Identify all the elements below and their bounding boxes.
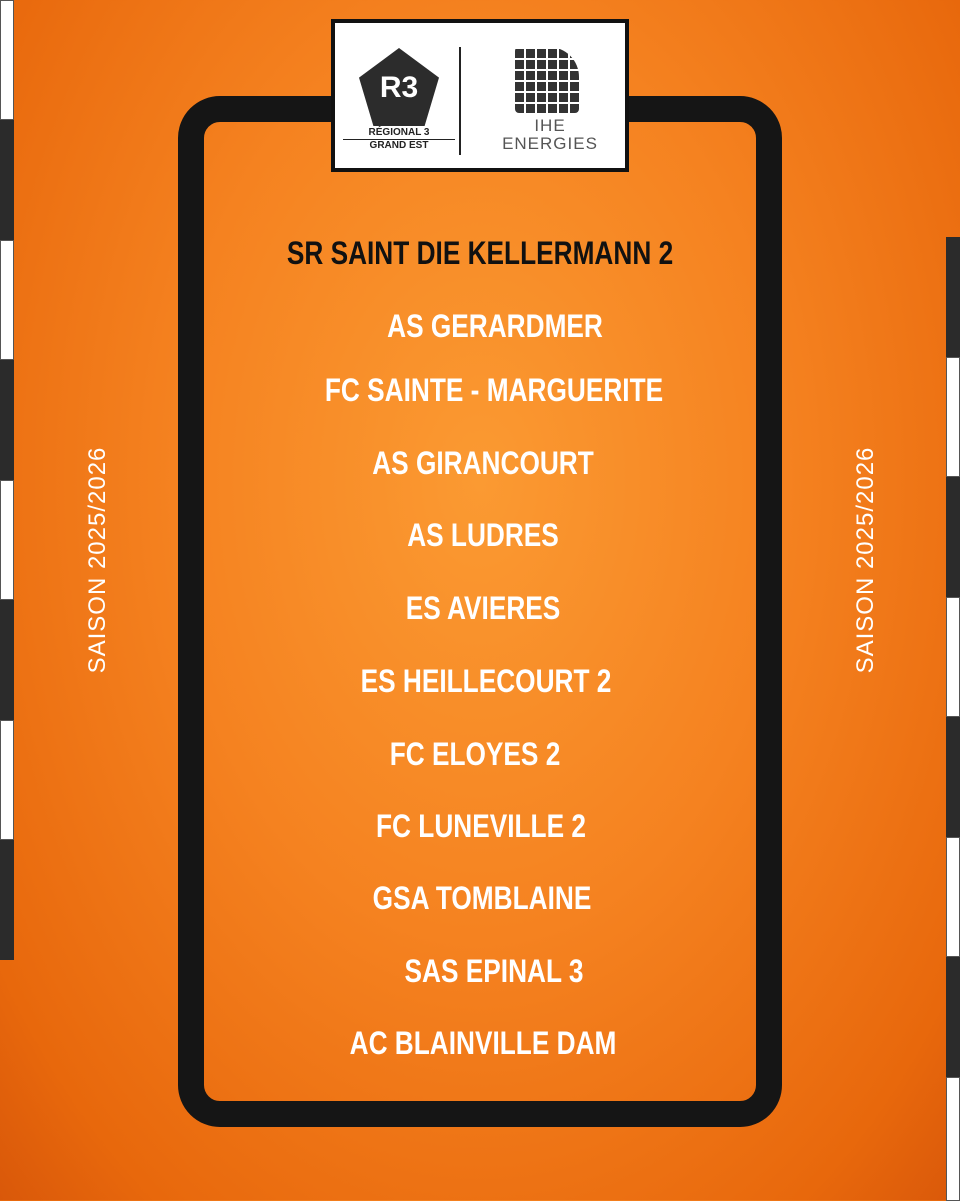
league-line1: RÉGIONAL 3 bbox=[343, 127, 455, 140]
team-name: GSA TOMBLAINE bbox=[372, 880, 592, 916]
sponsor-name: IHE ENERGIES bbox=[485, 117, 615, 153]
team-name: AC BLAINVILLE DAM bbox=[349, 1025, 617, 1061]
team-name: SR SAINT DIE KELLERMANN 2 bbox=[286, 235, 674, 271]
team-name: ES AVIERES bbox=[405, 590, 561, 626]
league-line2: GRAND EST bbox=[369, 140, 429, 151]
team-name: FC ELOYES 2 bbox=[389, 736, 561, 772]
right-stripe-decoration bbox=[946, 237, 960, 1201]
sponsor-line2: ENERGIES bbox=[502, 134, 598, 153]
team-name: ES HEILLECOURT 2 bbox=[360, 663, 612, 699]
team-name: SAS EPINAL 3 bbox=[404, 953, 584, 989]
sponsor-line1: IHE bbox=[534, 116, 566, 135]
logo-divider bbox=[459, 47, 461, 155]
solar-panel-icon bbox=[515, 47, 579, 113]
logo-box: R3 RÉGIONAL 3 GRAND EST IHE ENERGIES bbox=[331, 19, 629, 172]
team-name: AS GERARDMER bbox=[387, 308, 603, 344]
left-stripe-decoration bbox=[0, 0, 14, 960]
team-name: AS GIRANCOURT bbox=[372, 445, 594, 481]
r3-badge-logo: R3 bbox=[359, 48, 439, 126]
league-name: RÉGIONAL 3 GRAND EST bbox=[343, 127, 455, 152]
team-name: FC SAINTE - MARGUERITE bbox=[324, 372, 664, 408]
team-name: FC LUNEVILLE 2 bbox=[376, 808, 586, 844]
team-list-frame bbox=[178, 96, 782, 1127]
team-name: AS LUDRES bbox=[407, 517, 559, 553]
